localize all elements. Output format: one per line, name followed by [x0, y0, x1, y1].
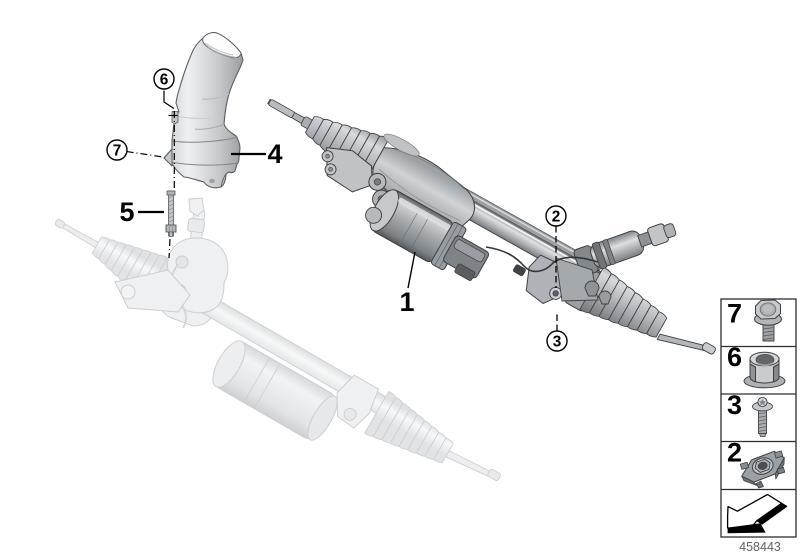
svg-text:1: 1 — [399, 287, 414, 317]
svg-text:3: 3 — [553, 334, 562, 351]
svg-text:7: 7 — [727, 299, 742, 329]
svg-text:7: 7 — [113, 143, 122, 160]
svg-text:2: 2 — [552, 209, 561, 226]
svg-text:2: 2 — [727, 438, 742, 468]
svg-text:3: 3 — [727, 390, 742, 420]
svg-text:6: 6 — [160, 72, 169, 89]
svg-text:6: 6 — [727, 342, 742, 372]
svg-text:458443: 458443 — [739, 540, 781, 554]
svg-text:5: 5 — [119, 197, 134, 227]
svg-text:4: 4 — [267, 139, 282, 169]
